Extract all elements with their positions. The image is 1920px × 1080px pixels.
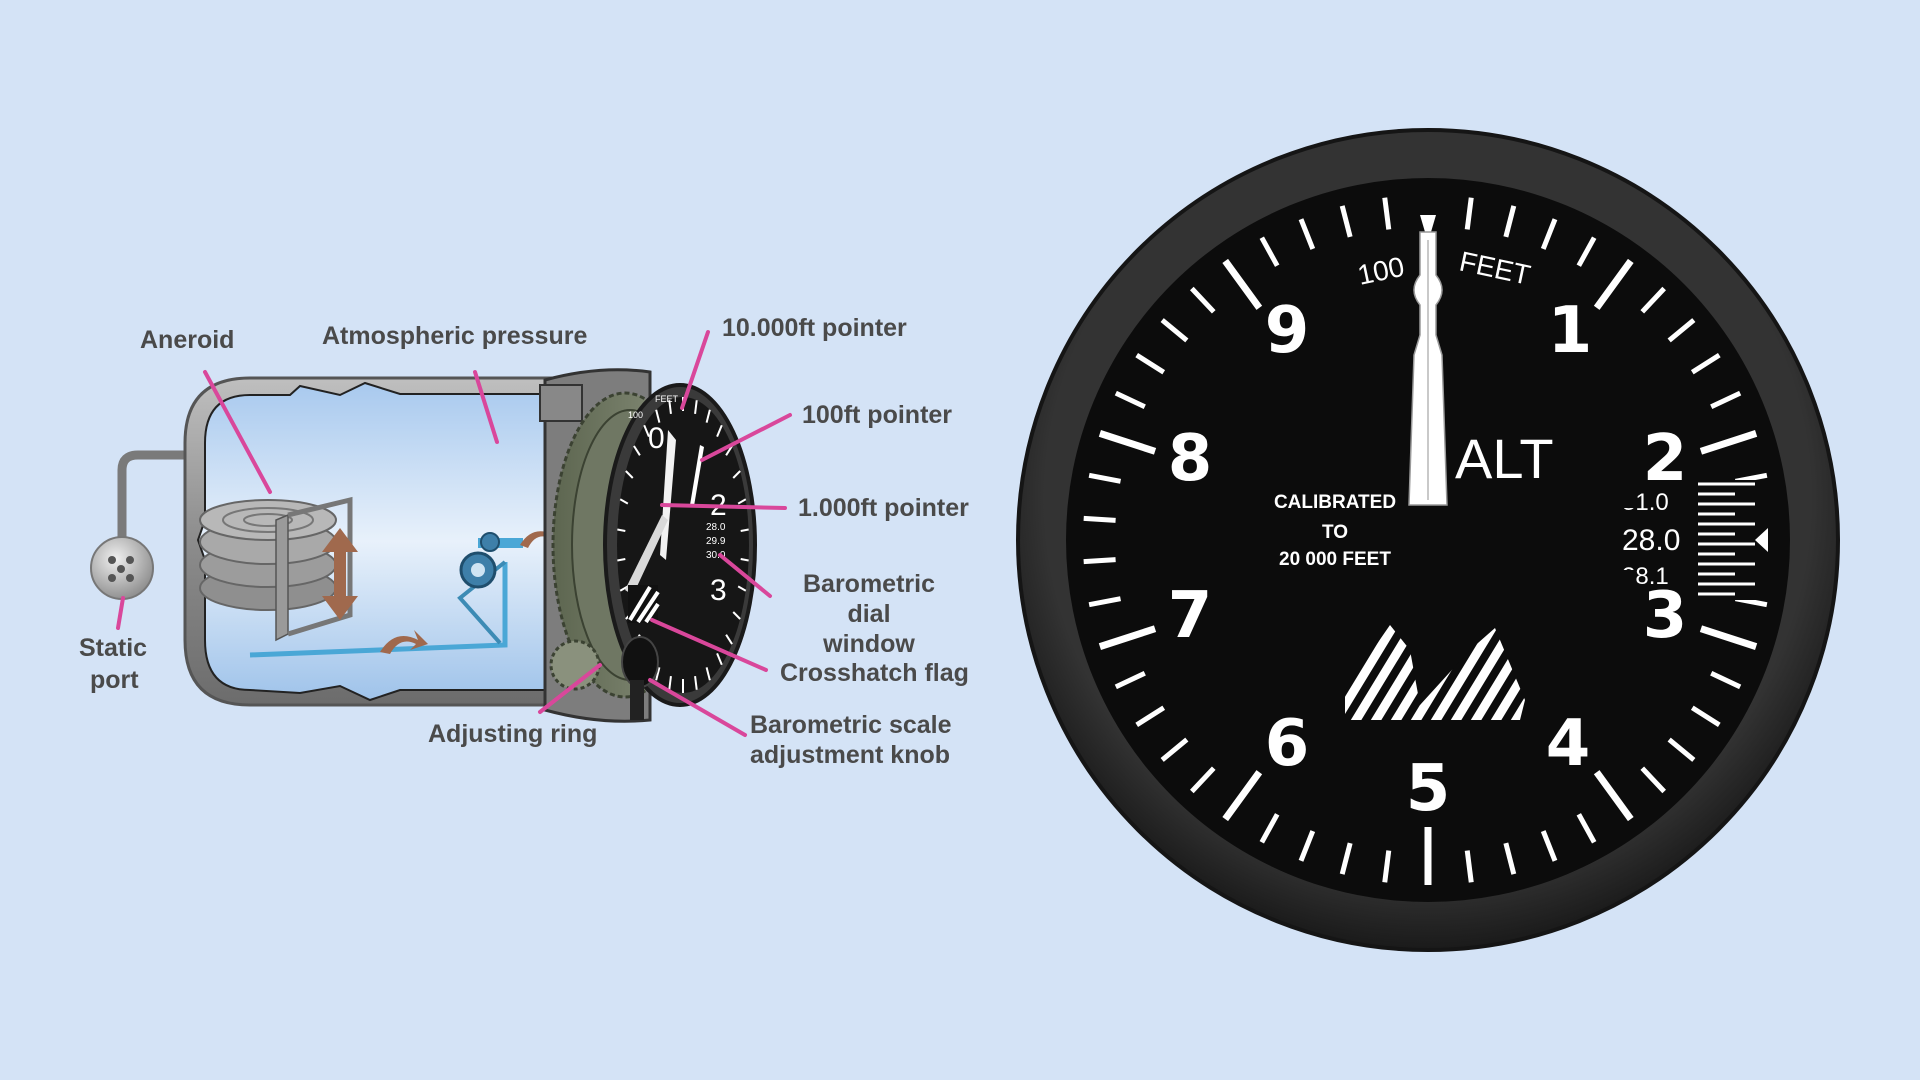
face-alt-label: ALT [1455,427,1554,490]
numeral-8: 8 [1168,422,1213,496]
face-calibrated-line2: TO [1322,522,1348,543]
baro-value-current: 28.0 [1622,524,1680,557]
numeral-5: 5 [1406,752,1451,826]
numeral-9: 9 [1265,294,1310,368]
numeral-6: 6 [1265,707,1310,781]
minor-tick [1084,518,1116,520]
numeral-1: 1 [1548,294,1593,368]
baro-window: 31.0 28.0 28.1 [1615,470,1775,608]
numeral-3: 3 [1643,579,1688,653]
minor-tick [1084,560,1116,562]
numeral-4: 4 [1546,707,1591,781]
face-calibrated-line1: CALIBRATED [1274,492,1396,513]
face-calibrated-line3: 20 000 FEET [1279,549,1391,570]
numeral-2: 2 [1643,422,1688,496]
numeral-7: 7 [1168,579,1213,653]
